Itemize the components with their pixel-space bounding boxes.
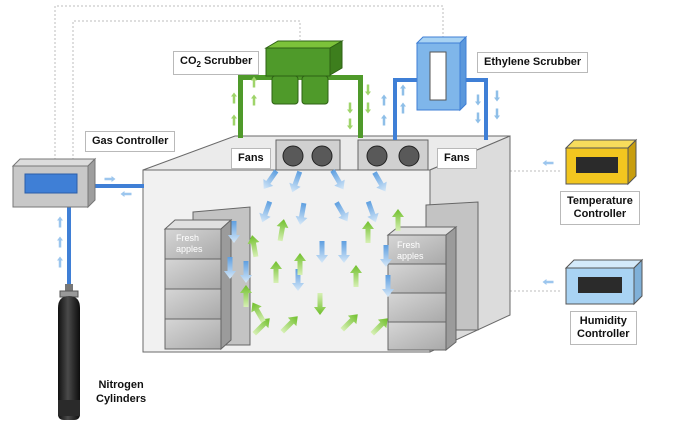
nitrogen-cylinder [58,284,80,420]
co2-label-subscript: 2 [196,60,201,70]
ethylene-scrubber-unit [393,35,488,140]
co2-label-rest: Scrubber [200,55,253,67]
nitrogen-label-line1: Nitrogen [98,379,144,391]
apples-left-line1: Fresh [176,233,200,243]
fan-unit-left [275,139,341,171]
temperature-controller-unit [542,138,638,186]
gas-controller-label: Gas Controller [85,131,176,152]
fresh-apples-right-label: Fresh apples [397,240,424,262]
fresh-apples-left-label: Fresh apples [176,233,203,255]
humidity-label-line2: Controller [577,328,630,340]
fan-unit-right [357,139,429,171]
nitrogen-label-line2: Cylinders [96,393,147,405]
co2-scrubber-unit [238,40,363,138]
ethylene-scrubber-label: Ethylene Scrubber [477,52,589,73]
gas-controller-unit [11,157,144,290]
humidity-label-line1: Humidity [579,315,627,327]
temperature-controller-label: Temperature Controller [560,191,640,225]
fans-right-label: Fans [437,148,477,169]
humidity-controller-label: Humidity Controller [570,311,637,345]
temperature-label-line1: Temperature [567,195,633,207]
fans-left-label: Fans [231,148,271,169]
humidity-controller-unit [542,258,644,306]
temperature-label-line2: Controller [573,208,627,220]
apples-right-line2: apples [397,251,424,261]
co2-label-main: CO [180,55,197,67]
apples-left-line2: apples [176,244,203,254]
apple-crates-left [163,206,251,351]
apples-right-line1: Fresh [397,240,421,250]
nitrogen-cylinders-label: Nitrogen Cylinders [96,378,146,406]
apple-crates-right [386,201,479,352]
co2-scrubber-label: CO2 Scrubber [173,51,260,76]
